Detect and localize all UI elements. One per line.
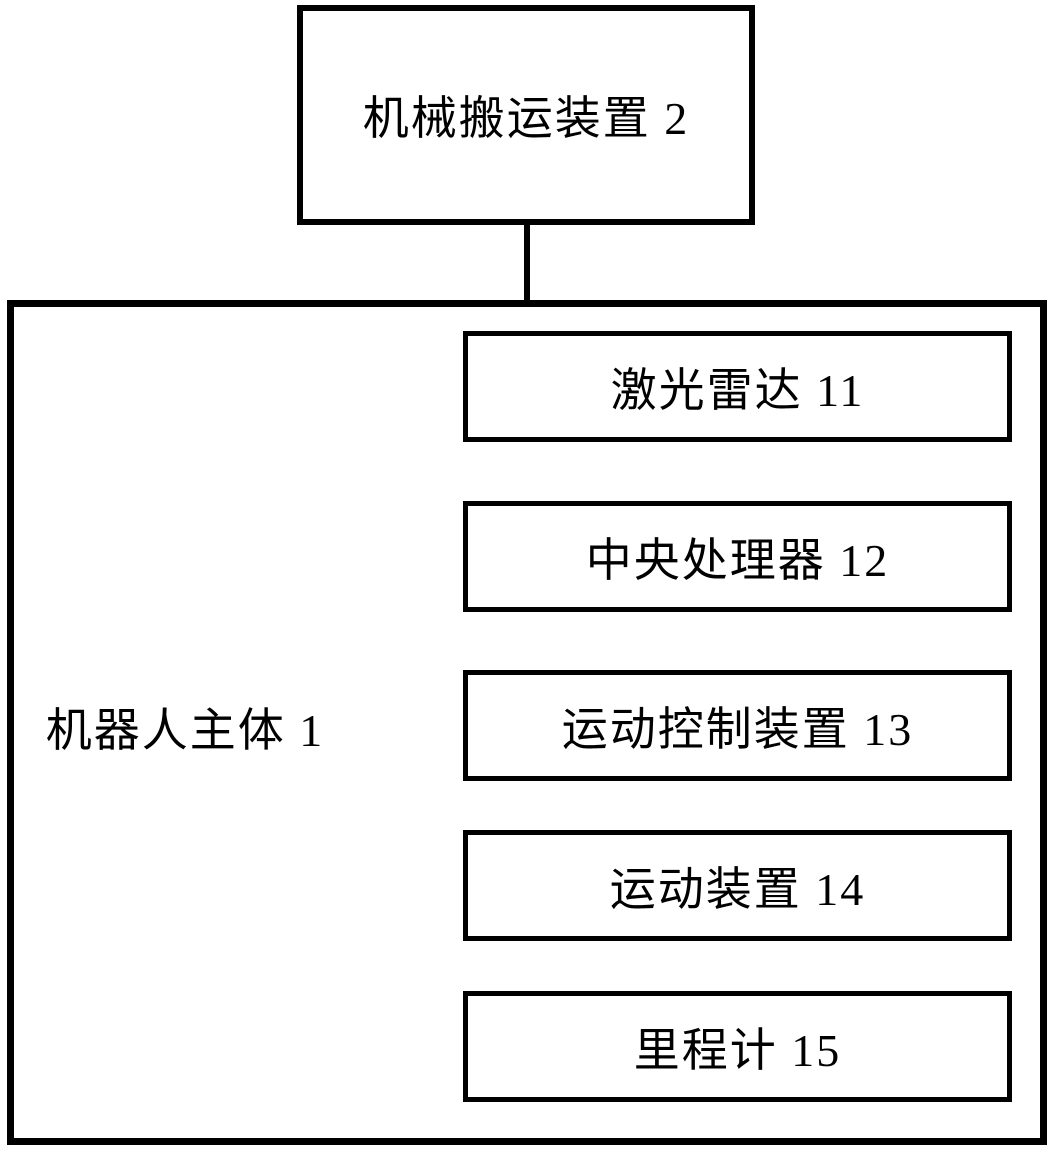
- node-label: 机械搬运装置 2: [362, 93, 690, 144]
- node-label: 运动装置 14: [609, 863, 866, 915]
- node-label: 运动控制装置 13: [561, 703, 914, 755]
- node-odometer: 里程计 15: [463, 991, 1012, 1102]
- node-label: 里程计 15: [633, 1024, 842, 1076]
- node-central-processor: 中央处理器 12: [463, 501, 1012, 612]
- node-label: 激光雷达 11: [610, 364, 865, 416]
- connector-line: [524, 224, 530, 302]
- node-motion-device: 运动装置 14: [463, 830, 1012, 941]
- node-label: 中央处理器 12: [585, 534, 890, 586]
- node-robot-main-body-label: 机器人主体 1: [45, 705, 325, 756]
- node-mechanical-handling-device: 机械搬运装置 2: [297, 5, 755, 225]
- node-laser-radar: 激光雷达 11: [463, 331, 1012, 442]
- node-motion-control-device: 运动控制装置 13: [463, 670, 1012, 781]
